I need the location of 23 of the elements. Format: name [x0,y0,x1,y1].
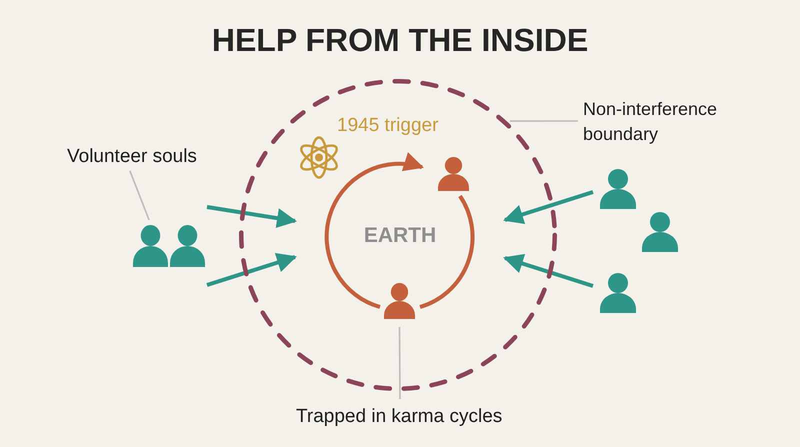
person-icon [642,212,678,252]
person-icon [600,273,636,313]
arrow [503,190,594,224]
person-icon [600,169,636,209]
person-icon [384,283,415,319]
arrow [206,205,297,228]
trigger-label: 1945 trigger [337,115,438,137]
arrow [206,252,297,287]
arrow [503,254,594,288]
karma-label: Trapped in karma cycles [296,406,504,428]
earth-label: EARTH [364,224,436,248]
leader-line [398,327,401,399]
person-icon [170,225,205,267]
person-icon [438,157,469,191]
curved-line [419,194,474,309]
volunteer-label: Volunteer souls [67,146,198,168]
leader-line [129,170,150,220]
title: HELP FROM THE INSIDE [212,22,588,59]
leader-line [510,120,578,122]
curved-arrow [324,153,424,309]
boundary-label: Non-interference boundary [583,97,719,148]
dashed-boundary-circle [239,79,557,391]
person-icon [133,225,168,267]
